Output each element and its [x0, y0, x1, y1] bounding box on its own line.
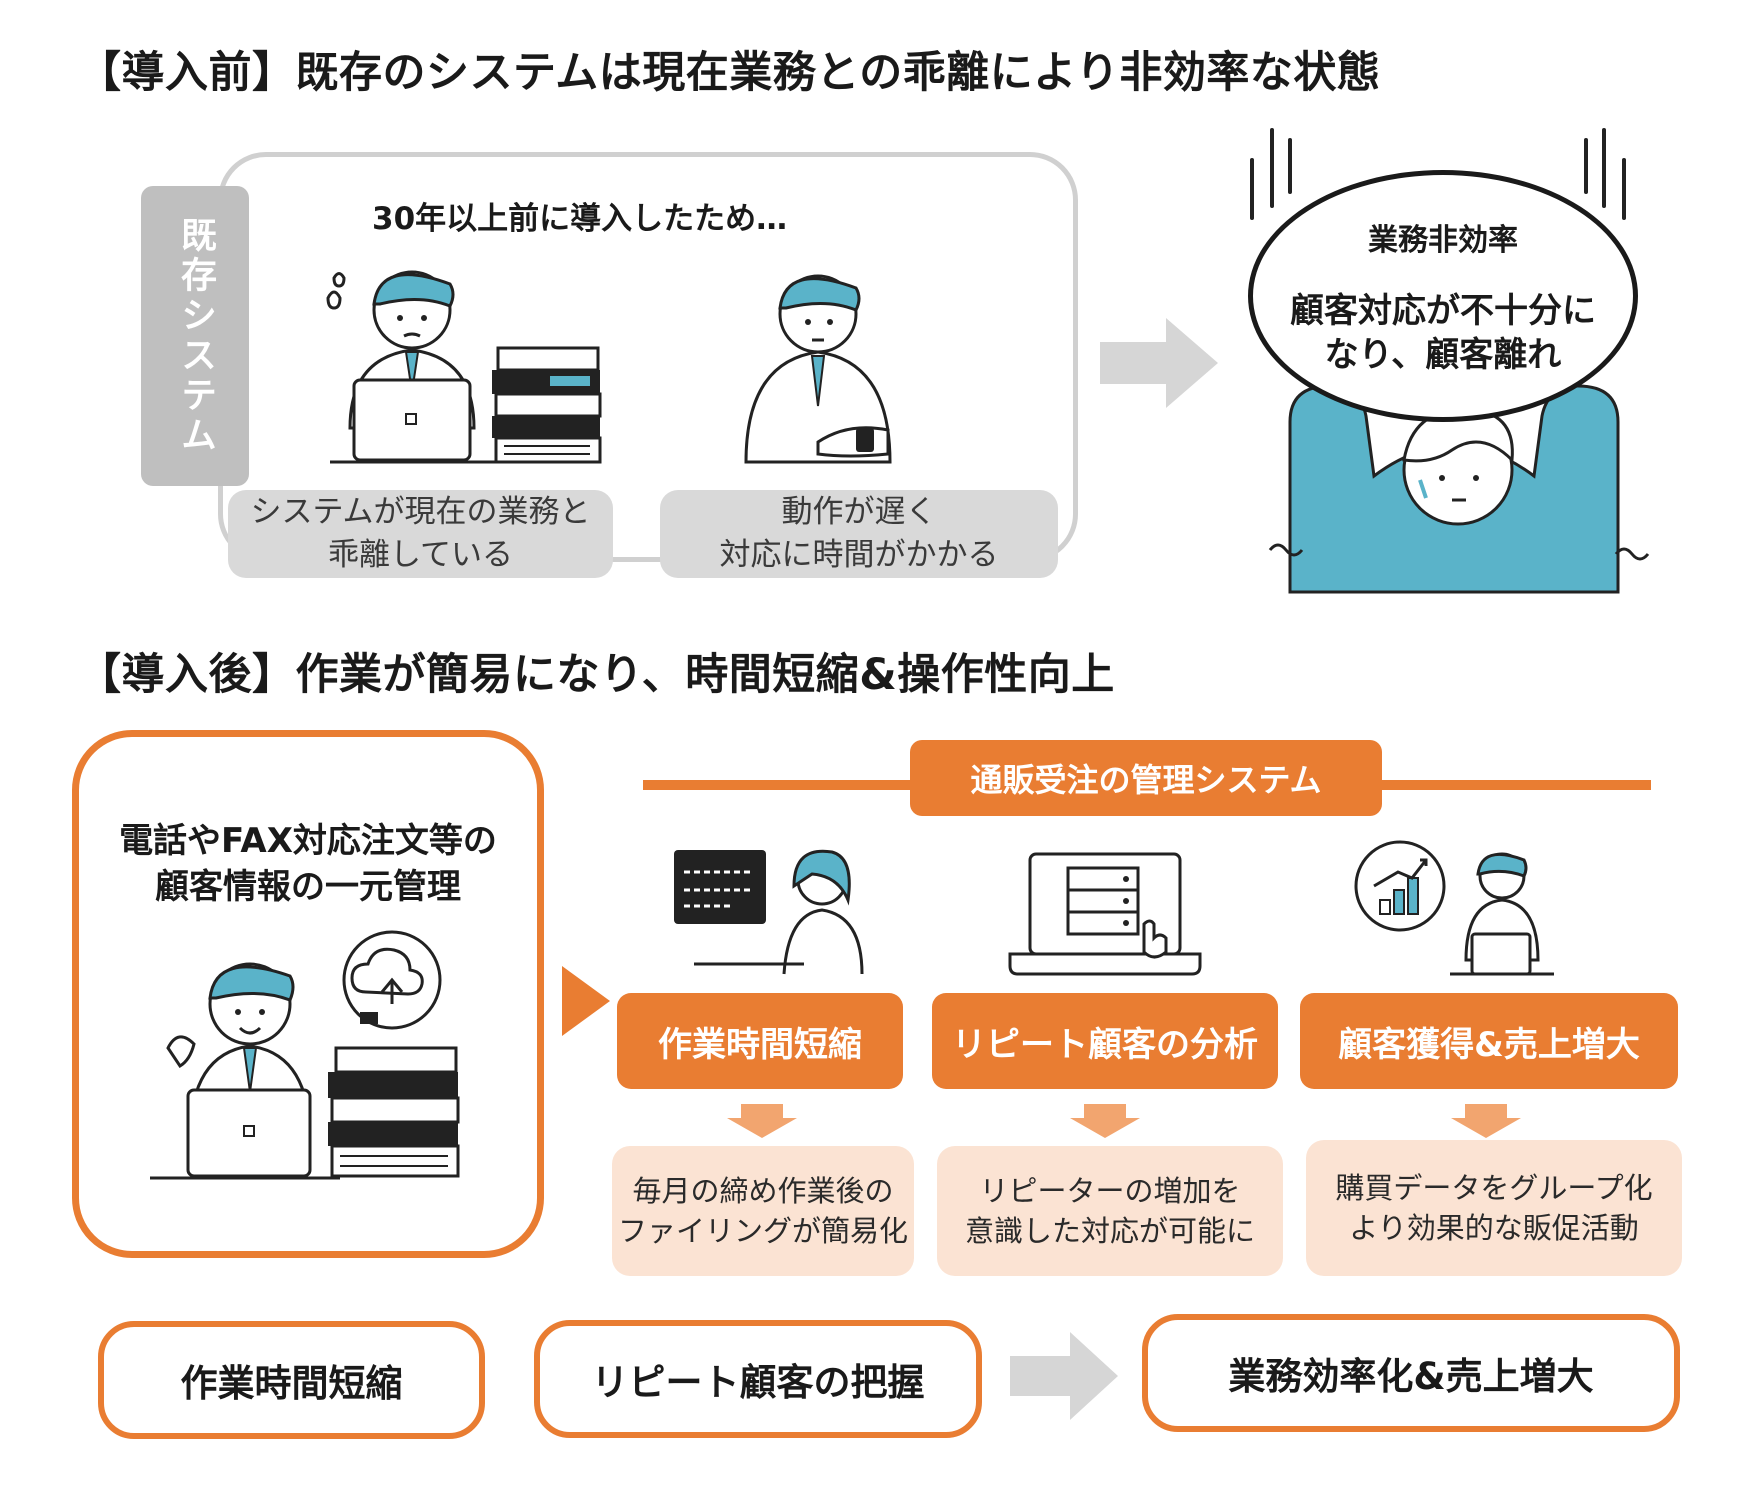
legacy-system-side-label: 既存システム [141, 186, 249, 486]
benefit-desc-time-line2: ファイリングが簡易化 [617, 1214, 908, 1248]
benefit-desc-time: 毎月の締め作業後の ファイリングが簡易化 [612, 1146, 914, 1276]
laptop-server-illustration [1008, 852, 1202, 976]
centralized-line1: 電話やFAX対応注文等の [119, 821, 497, 861]
burden-heading: 業務非効率 [1368, 223, 1518, 258]
worried-worker-laptop-illustration [326, 270, 602, 464]
benefit-desc-repeat-line2: 意識した対応が可能に [964, 1214, 1255, 1248]
outcome-time-reduction: 作業時間短縮 [98, 1321, 485, 1439]
right-arrow-icon [1100, 318, 1218, 408]
growth-chart-worker-illustration [1354, 840, 1554, 976]
burden-line1: 顧客対応が不十分に [1290, 291, 1596, 331]
centralized-line2: 顧客情報の一元管理 [155, 867, 461, 907]
side-label-text: 既存システム [175, 216, 216, 456]
benefit-label-time: 作業時間短縮 [617, 993, 903, 1089]
down-arrow-icon [727, 1104, 797, 1138]
benefit-desc-repeat: リピーターの増加を 意識した対応が可能に [937, 1146, 1283, 1276]
benefit-desc-acquisition: 購買データをグループ化 より効果的な販促活動 [1306, 1140, 1682, 1276]
issue-2-line1: 動作が遅く [781, 494, 937, 530]
outcome-efficiency-sales: 業務効率化&売上増大 [1142, 1314, 1680, 1432]
benefit-label-acquisition: 顧客獲得&売上増大 [1300, 993, 1678, 1089]
legacy-caption: 30年以上前に導入したため… [372, 201, 788, 237]
right-arrow-icon [1010, 1332, 1118, 1420]
benefit-desc-repeat-line1: リピーターの増加を [979, 1174, 1241, 1208]
issue-misaligned-label: システムが現在の業務と 乖離している [228, 490, 613, 578]
stress-lines-icon [1250, 128, 1626, 220]
benefit-label-repeat: リピート顧客の分析 [932, 993, 1278, 1089]
down-arrow-icon [1070, 1104, 1140, 1138]
before-section-title: 【導入前】既存のシステムは現在業務との乖離により非効率な状態 [78, 48, 1381, 98]
outcome-repeat-customers: リピート顧客の把握 [534, 1320, 982, 1438]
operator-monitor-illustration [674, 849, 864, 975]
down-arrow-icon [1451, 1104, 1521, 1138]
system-label: 通販受注の管理システム [910, 740, 1382, 816]
waiting-worker-watch-illustration [744, 274, 892, 464]
issue-1-line1: システムが現在の業務と [250, 494, 591, 530]
ok-worker-cloud-illustration [150, 930, 460, 1180]
benefit-desc-time-line1: 毎月の締め作業後の [632, 1174, 894, 1208]
issue-2-line2: 対応に時間がかかる [719, 537, 999, 573]
burden-bubble: 業務非効率 顧客対応が不十分に なり、顧客離れ [1248, 170, 1638, 422]
after-section-title: 【導入後】作業が簡易になり、時間短縮&操作性向上 [78, 650, 1115, 700]
benefit-desc-acquisition-line2: より効果的な販促活動 [1349, 1211, 1639, 1245]
issue-slow-label: 動作が遅く 対応に時間がかかる [660, 490, 1058, 578]
benefit-desc-acquisition-line1: 購買データをグループ化 [1335, 1171, 1653, 1205]
burden-line2: なり、顧客離れ [1324, 335, 1562, 375]
issue-1-line2: 乖離している [327, 537, 514, 573]
orange-triangle-arrow-icon [562, 966, 610, 1036]
centralized-customer-info-box: 電話やFAX対応注文等の 顧客情報の一元管理 [72, 730, 544, 1258]
